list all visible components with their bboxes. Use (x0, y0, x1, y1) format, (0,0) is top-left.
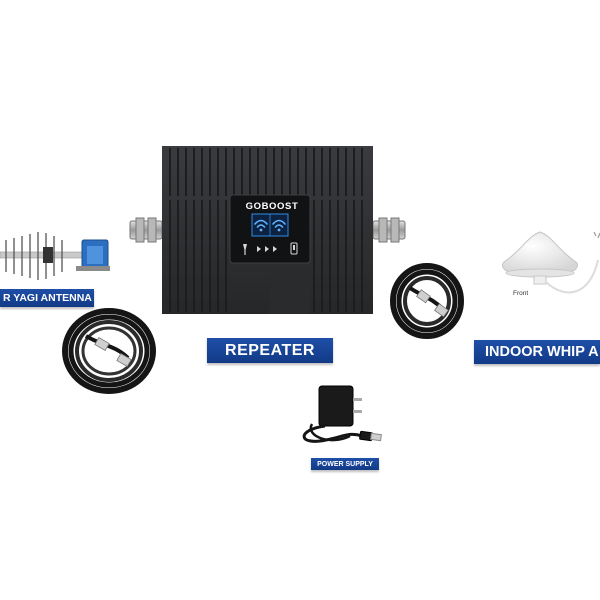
yagi-antenna-label: R YAGI ANTENNA (0, 289, 94, 307)
repeater-label: REPEATER (207, 338, 333, 363)
coiled-cable-left (62, 308, 156, 394)
power-adapter (302, 385, 382, 443)
n-connector-right (372, 217, 406, 243)
n-connector-left (129, 217, 163, 243)
coiled-cable-right (390, 263, 464, 339)
front-caption: Front (513, 290, 529, 297)
power-supply-label: POWER SUPPLY (311, 458, 379, 470)
indoor-dome-antenna (501, 231, 600, 294)
repeater-brand-label: GOBOOST (245, 201, 299, 212)
indicator-row-icon (243, 242, 298, 255)
indoor-antenna-label: INDOOR WHIP A (474, 340, 600, 364)
signal-display-icon (251, 213, 289, 237)
yagi-antenna (0, 232, 110, 280)
repeater-unit (129, 146, 406, 314)
